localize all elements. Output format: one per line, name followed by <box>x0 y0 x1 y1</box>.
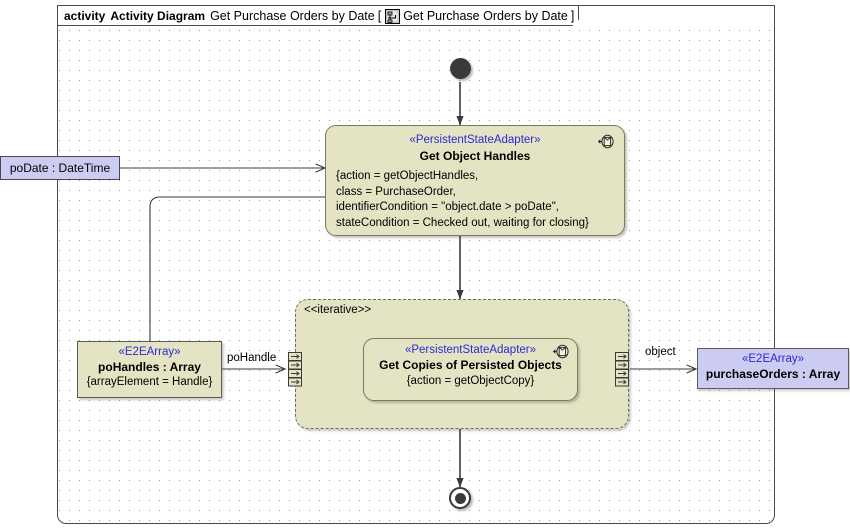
action-property-line: stateCondition = Checked out, waiting fo… <box>336 216 589 229</box>
action-name: Get Copies of Persisted Objects <box>379 358 562 372</box>
object-node-poHandles[interactable]: «E2EArray» poHandles : Array {arrayEleme… <box>77 341 222 398</box>
action-name: Get Object Handles <box>419 149 531 163</box>
activity-final-node[interactable] <box>449 487 471 509</box>
action-property-line: {action = getObjectHandles, <box>336 170 479 182</box>
region-stereotype-label: <<iterative>> <box>304 304 372 316</box>
parameter-label: poDate : DateTime <box>9 161 111 175</box>
edge-label-object: object <box>645 346 676 358</box>
action-property-line: identifierCondition = "object.date > poD… <box>336 201 559 213</box>
frame-bracket-open: [ <box>377 8 382 23</box>
frame-tab-name: Get Purchase Orders by Date <box>403 8 568 23</box>
object-node-purchaseOrders[interactable]: «E2EArray» purchaseOrders : Array <box>697 348 849 389</box>
object-name: purchaseOrders : Array <box>705 367 841 381</box>
initial-node[interactable] <box>450 58 471 79</box>
frame-bracket-close: ] <box>570 8 575 23</box>
expansion-output-pin[interactable] <box>615 352 630 392</box>
diagram-frame <box>57 5 775 524</box>
action-stereotype: «PersistentStateAdapter» <box>404 344 537 356</box>
object-stereotype: «E2EArray» <box>741 353 804 365</box>
frame-keyword: activity <box>64 8 106 23</box>
persistent-state-adapter-icon <box>597 134 614 149</box>
activity-diagram-icon <box>385 9 400 24</box>
action-stereotype: «PersistentStateAdapter» <box>409 134 541 146</box>
frame-kind: Activity Diagram <box>110 8 206 23</box>
action-property-line: class = PurchaseOrder, <box>336 185 456 198</box>
frame-name: Get Purchase Orders by Date <box>210 8 375 23</box>
object-property-line: {arrayElement = Handle} <box>86 376 213 388</box>
object-stereotype: «E2EArray» <box>118 346 181 358</box>
persistent-state-adapter-icon <box>552 344 569 359</box>
activity-parameter-node-poDate[interactable]: poDate : DateTime <box>0 156 120 180</box>
expansion-input-pin[interactable] <box>288 352 303 392</box>
diagram-frame-header: activity Activity Diagram Get Purchase O… <box>57 5 579 26</box>
action-property-line: {action = getObjectCopy} <box>406 375 535 387</box>
object-name: poHandles : Array <box>98 360 201 374</box>
edge-label-poHandle: poHandle <box>227 352 277 364</box>
action-get-copies-of-persisted-objects[interactable]: «PersistentStateAdapter» Get Copies of P… <box>363 338 578 401</box>
action-get-object-handles[interactable]: «PersistentStateAdapter» Get Object Hand… <box>325 125 625 236</box>
